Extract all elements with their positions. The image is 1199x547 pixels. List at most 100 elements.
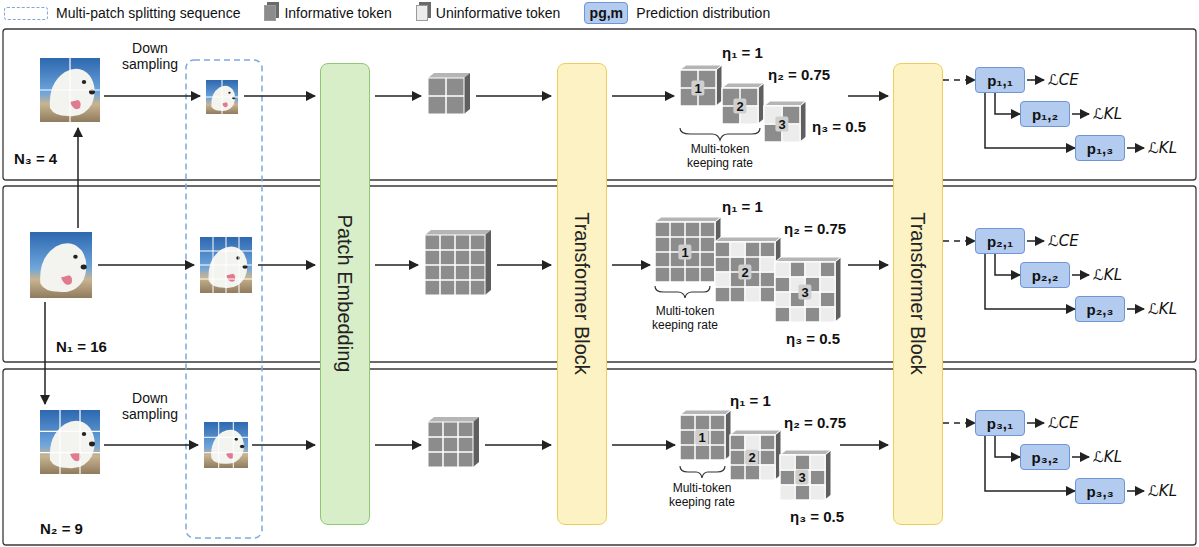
prediction-box: p₂,₃: [1075, 296, 1125, 322]
connector: [985, 93, 1075, 148]
art-path: [1027, 422, 1044, 424]
art-use: [764, 101, 806, 142]
legend-symbol: pg,m: [590, 5, 623, 21]
legend-item: pg,m Prediction distribution: [584, 2, 770, 24]
connector: [943, 79, 975, 81]
art-rect: [810, 455, 825, 470]
art-rect: [745, 435, 760, 450]
art-path: [655, 286, 710, 298]
layer-number: 3: [798, 285, 811, 300]
prediction-box: p₁,₂: [1020, 101, 1070, 127]
art-use: [40, 410, 100, 474]
art-rect: [795, 470, 810, 485]
art-use: [715, 237, 781, 302]
art-use: [428, 73, 470, 114]
art-path: [612, 95, 674, 97]
art-use: [680, 65, 722, 106]
loss-label: ℒKL: [1148, 482, 1177, 500]
loss-label: ℒCE: [1048, 232, 1079, 250]
step-label: Down sampling: [118, 40, 182, 72]
art-path: [98, 264, 194, 266]
legend-swatch: [264, 5, 276, 21]
legend-item: Informative token: [264, 5, 391, 21]
art-use: [204, 422, 248, 468]
node-label: p₂,₁: [987, 233, 1013, 250]
art-use: [206, 80, 238, 114]
brace-note: Multi-token keeping rate: [640, 304, 730, 332]
legend-text: Informative token: [284, 5, 391, 21]
art-path: [40, 58, 100, 122]
connector: [943, 422, 975, 424]
loss-label: ℒKL: [1093, 266, 1122, 284]
art-g: [3, 29, 1196, 545]
connector: [985, 436, 1075, 491]
keep-rate: η₁ = 1: [730, 392, 771, 409]
node-label: p₃,₁: [987, 415, 1013, 432]
art-path: [244, 95, 315, 97]
art-use: [40, 58, 100, 122]
art-path: [848, 95, 888, 97]
layer-number: 3: [775, 117, 788, 132]
connector: [943, 240, 975, 242]
layer-number: 2: [738, 265, 751, 280]
loss-label: ℒKL: [1093, 105, 1122, 123]
prediction-box: p₁,₃: [1075, 135, 1125, 161]
art-path: [258, 264, 315, 266]
node-label: p₁,₁: [987, 72, 1013, 89]
loss-label: ℒKL: [1093, 448, 1122, 466]
art-path: [375, 95, 421, 97]
art-path: [612, 444, 675, 446]
art-use: [780, 450, 831, 500]
keep-rate: η₃ = 0.5: [786, 330, 840, 347]
art-rect: [745, 287, 760, 302]
art-path: [680, 466, 725, 478]
art-path: [1027, 79, 1044, 81]
legend-text: Multi-patch splitting sequence: [56, 5, 240, 21]
art-path: [1127, 490, 1144, 492]
node-label: p₂,₂: [1032, 267, 1059, 284]
art-path: [848, 264, 888, 266]
art-path: [612, 264, 650, 266]
art-path: [375, 264, 418, 266]
prediction-box: p₃,₃: [1075, 478, 1125, 504]
art-path: [485, 444, 551, 446]
layer-number: 1: [691, 81, 704, 96]
art-path: [1127, 308, 1144, 310]
art-rect: [186, 60, 262, 538]
art-path: [252, 444, 315, 446]
node-label: Transformer Block: [906, 212, 929, 375]
prediction-box: p₃,₂: [1020, 444, 1070, 470]
keep-rate: η₁ = 1: [722, 198, 763, 215]
patch-embedding-block: Patch Embedding: [320, 63, 370, 525]
art-path: [375, 444, 421, 446]
node-label: Patch Embedding: [333, 215, 356, 373]
art-path: [1072, 456, 1089, 458]
prediction-box: p₂,₁: [975, 228, 1025, 254]
legend-item: Uninformative token: [416, 5, 561, 21]
legend-text: Uninformative token: [436, 5, 561, 21]
node-label: p₁,₂: [1032, 106, 1058, 123]
art-g: [655, 128, 760, 478]
art-path: [200, 237, 252, 293]
art-path: [40, 410, 100, 474]
art-rect: [820, 277, 835, 292]
step-label: Down sampling: [118, 390, 182, 422]
brace-note: Multi-token keeping rate: [675, 142, 765, 170]
loss-label: ℒCE: [1048, 71, 1079, 89]
node-label: p₁,₃: [1087, 140, 1113, 157]
art-use: [680, 410, 731, 460]
layer-number: 2: [733, 99, 746, 114]
keep-rate: η₂ = 0.75: [768, 66, 830, 83]
art-rect: [730, 242, 745, 257]
connector: [995, 93, 1020, 114]
keep-rate: η₂ = 0.75: [784, 414, 846, 431]
legend-text: Prediction distribution: [636, 5, 770, 21]
connector: [995, 436, 1020, 457]
legend-swatch: [416, 5, 428, 21]
art-rect: [805, 262, 820, 277]
legend-swatch: [4, 7, 48, 20]
loss-label: ℒCE: [1048, 414, 1079, 432]
keep-rate: η₁ = 1: [722, 44, 763, 61]
art-rect: [760, 465, 775, 480]
